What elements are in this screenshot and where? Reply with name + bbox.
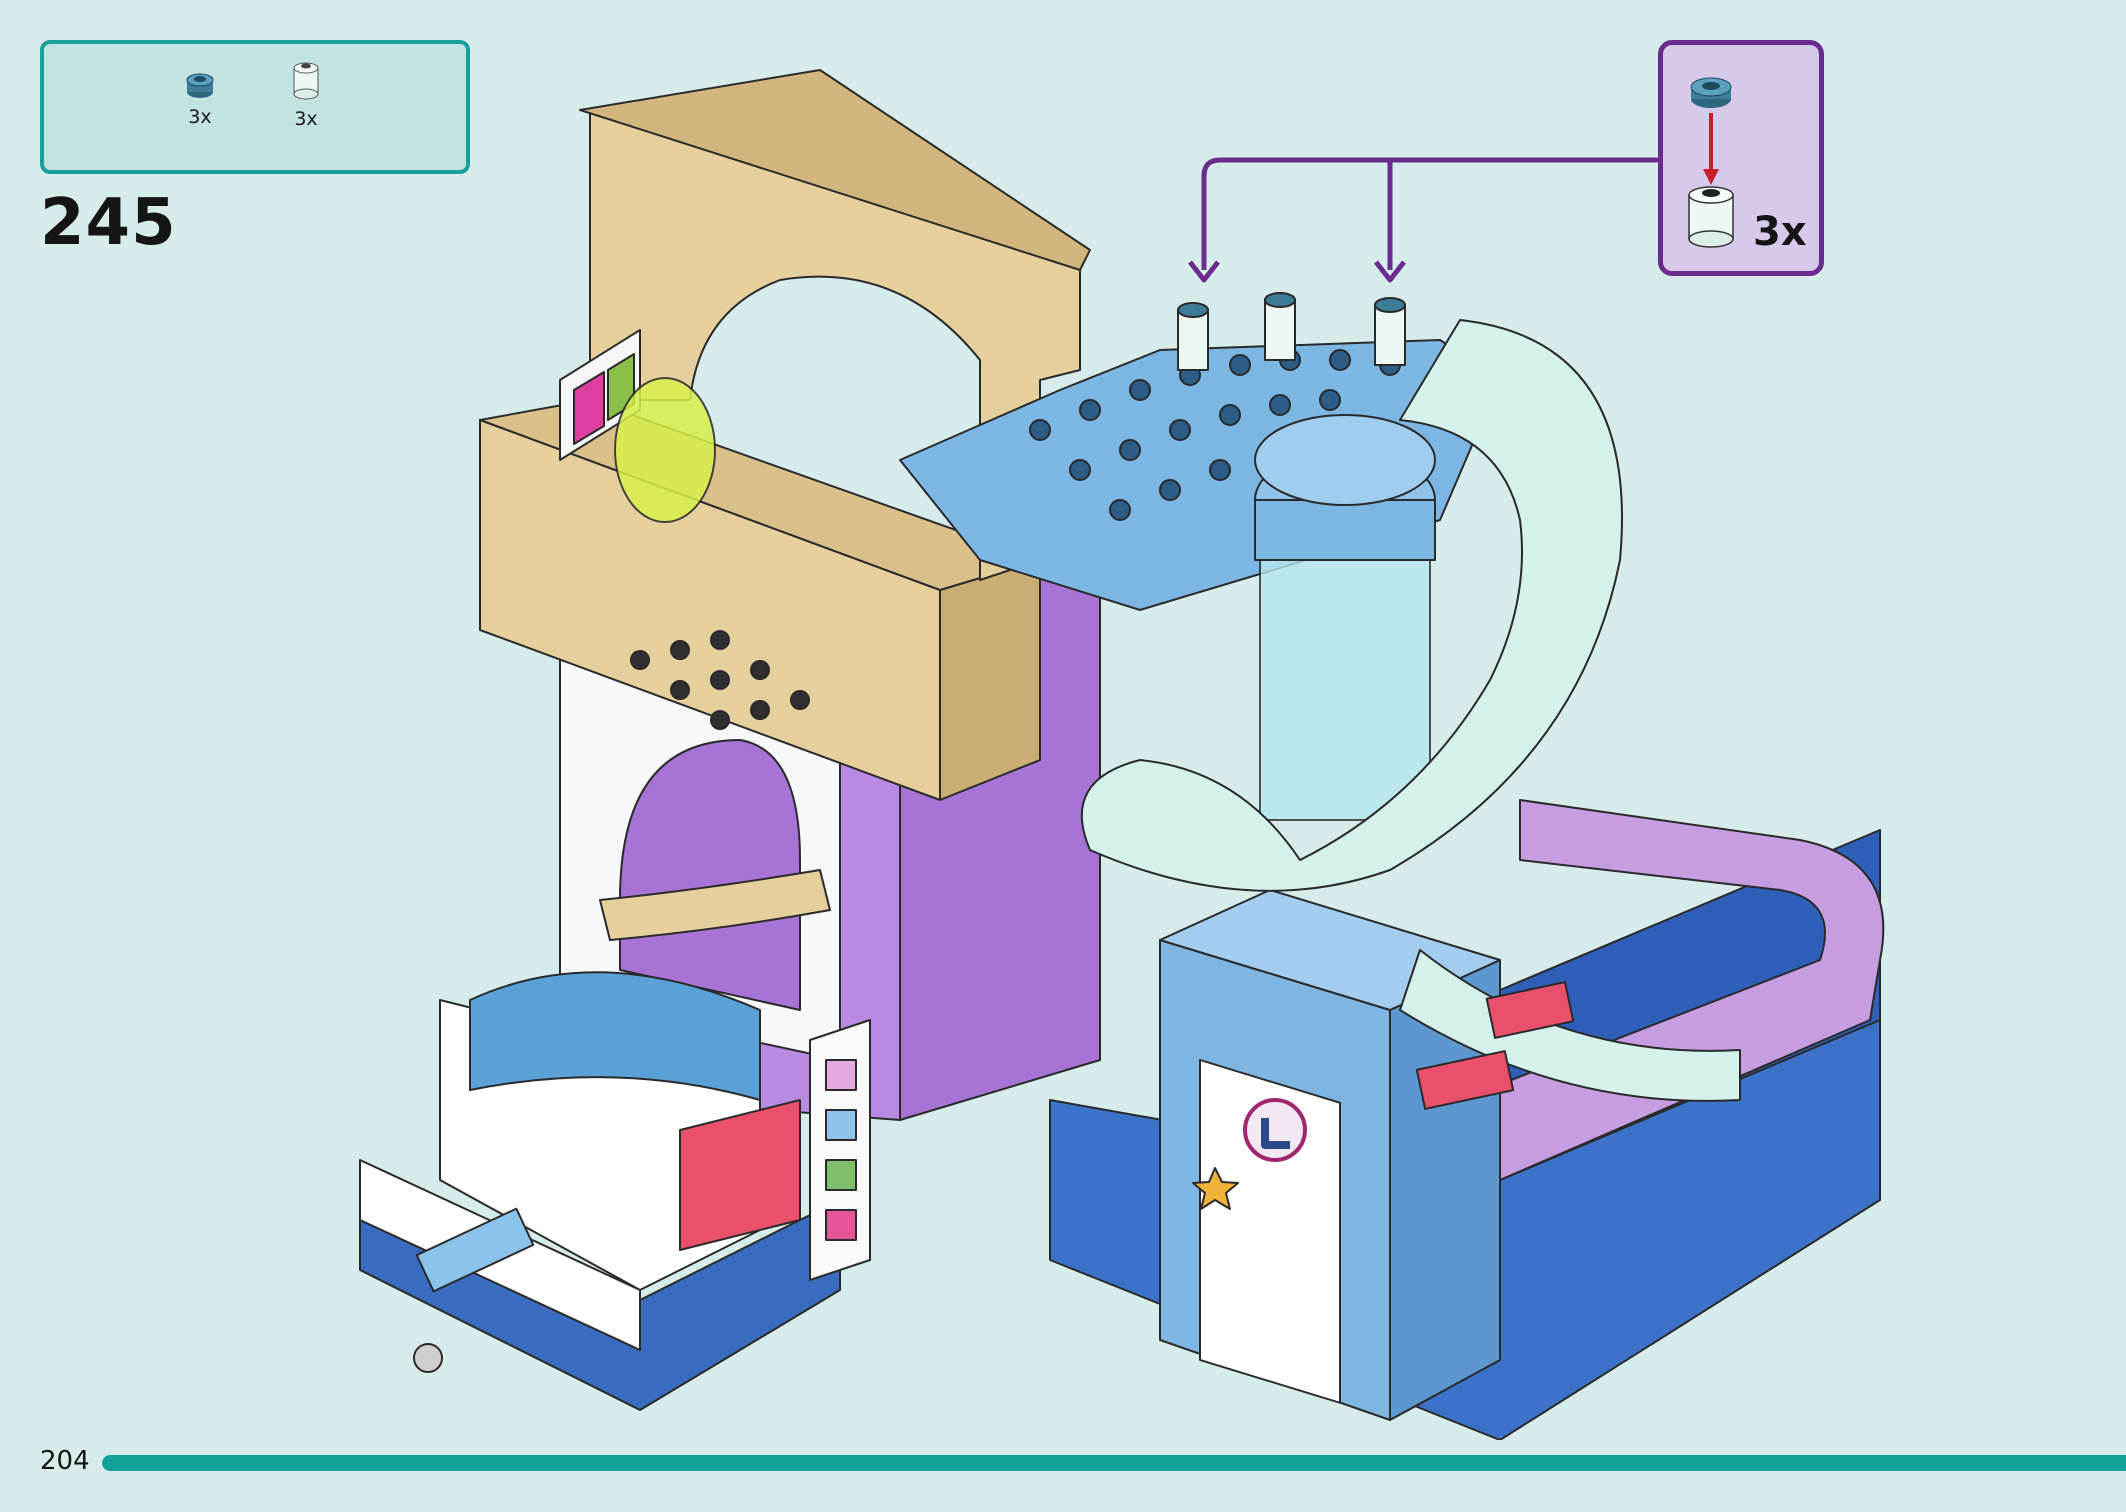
progress-bar-fill: [102, 1455, 2126, 1471]
part-quantity: 3x: [188, 106, 212, 128]
subassembly-callout: 3x: [1658, 40, 1824, 276]
trans-clear-round-brick-icon: [293, 62, 319, 100]
parts-list-item: 3x: [170, 70, 230, 128]
callout-assembly-diagram: [1688, 77, 1734, 248]
parts-list-item: 3x: [276, 58, 336, 130]
part-quantity: 3x: [294, 108, 318, 130]
page-number: 204: [40, 1446, 90, 1476]
step-number: 245: [40, 186, 177, 260]
dark-turquoise-round-cap-icon: [186, 73, 214, 98]
parts-list: 3x 3x: [40, 40, 470, 174]
callout-quantity: 3x: [1753, 209, 1807, 255]
progress-bar: [102, 1455, 2126, 1471]
callout-connector: [1201, 157, 1658, 270]
model-illustration: [359, 69, 1885, 1440]
